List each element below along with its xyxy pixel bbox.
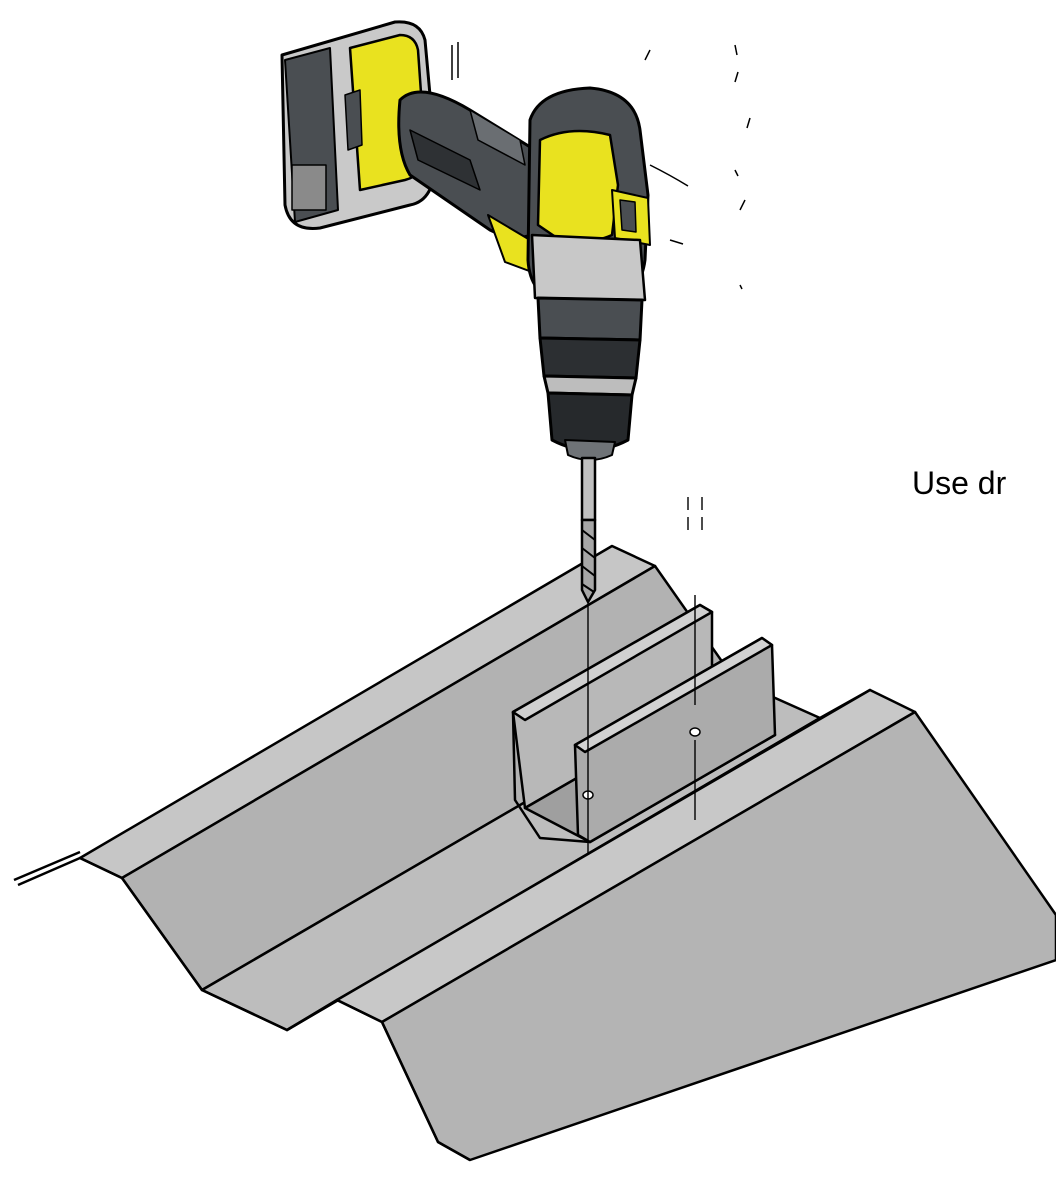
channel-front-lip <box>573 636 774 754</box>
drill-chuck <box>536 296 644 461</box>
drill-handle <box>397 90 542 276</box>
corrugated-sheet-icon <box>13 544 1056 1162</box>
sheet-edge-lip <box>13 850 81 882</box>
drill-bit <box>580 456 597 604</box>
alignment-lines <box>587 497 703 855</box>
channel-hole-right <box>689 727 701 737</box>
drill-body <box>526 86 651 307</box>
channel-end-profile <box>511 711 591 844</box>
motion-marks <box>451 42 751 290</box>
instruction-caption: Use dr <box>912 465 1007 501</box>
cordless-drill-icon <box>280 20 751 604</box>
sheet-front-edge <box>17 856 471 1162</box>
channel-back-lip <box>511 603 714 722</box>
